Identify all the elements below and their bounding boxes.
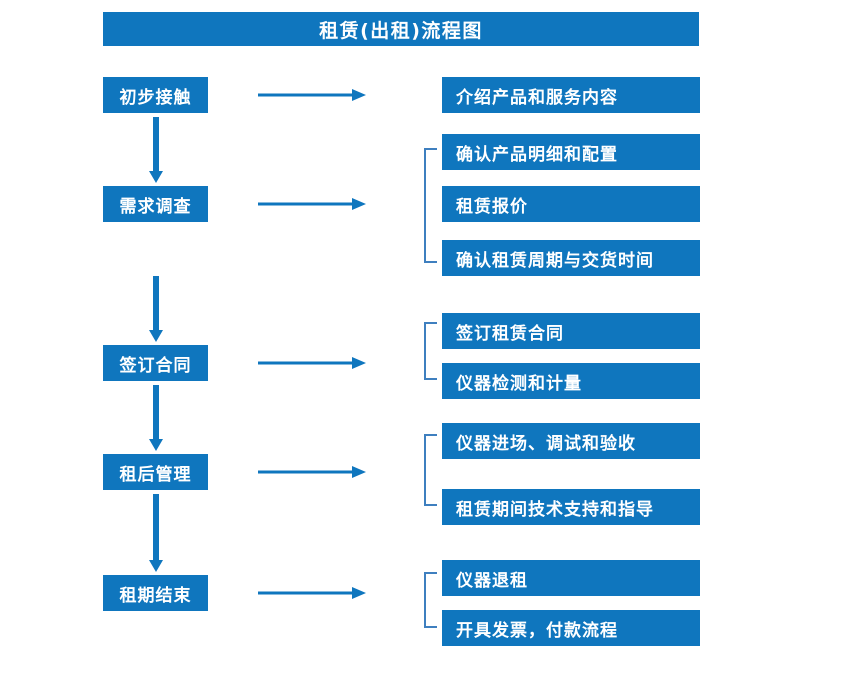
detail-box-rental-quotation[interactable]: 租赁报价 (442, 186, 700, 222)
detail-box-instrument-return[interactable]: 仪器退租 (442, 560, 700, 596)
detail-box-sign-rental-contract[interactable]: 签订租赁合同 (442, 313, 700, 349)
arrow-down-icon-stage-3-to-4 (149, 385, 163, 451)
stage-box-post-rental-management[interactable]: 租后管理 (103, 454, 208, 490)
detail-box-technical-support-guidance[interactable]: 租赁期间技术支持和指导 (442, 489, 700, 525)
arrow-right-icon-stage-4 (258, 466, 366, 478)
group-bracket-needs-survey (424, 148, 437, 263)
arrow-down-icon-stage-2-to-3 (149, 276, 163, 342)
detail-box-confirm-rental-period-delivery[interactable]: 确认租赁周期与交货时间 (442, 240, 700, 276)
arrow-right-icon-stage-5 (258, 587, 366, 599)
group-bracket-rental-end (424, 572, 437, 628)
detail-box-invoice-payment-process[interactable]: 开具发票，付款流程 (442, 610, 700, 646)
detail-box-instrument-inspection-metering[interactable]: 仪器检测和计量 (442, 363, 700, 399)
detail-box-confirm-product-details-config[interactable]: 确认产品明细和配置 (442, 134, 700, 170)
stage-box-sign-contract[interactable]: 签订合同 (103, 345, 208, 381)
stage-box-initial-contact[interactable]: 初步接触 (103, 77, 208, 113)
arrow-right-icon-stage-3 (258, 357, 366, 369)
flowchart-title: 租赁(出租)流程图 (103, 12, 699, 46)
group-bracket-post-rental-management (424, 434, 437, 506)
group-bracket-sign-contract (424, 322, 437, 380)
detail-box-instrument-entry-debug-acceptance[interactable]: 仪器进场、调试和验收 (442, 423, 700, 459)
arrow-right-icon-stage-1 (258, 89, 366, 101)
stage-box-rental-end[interactable]: 租期结束 (103, 575, 208, 611)
detail-box-introduce-products-services[interactable]: 介绍产品和服务内容 (442, 77, 700, 113)
arrow-down-icon-stage-1-to-2 (149, 117, 163, 183)
arrow-right-icon-stage-2 (258, 198, 366, 210)
stage-box-needs-survey[interactable]: 需求调查 (103, 186, 208, 222)
arrow-down-icon-stage-4-to-5 (149, 494, 163, 572)
